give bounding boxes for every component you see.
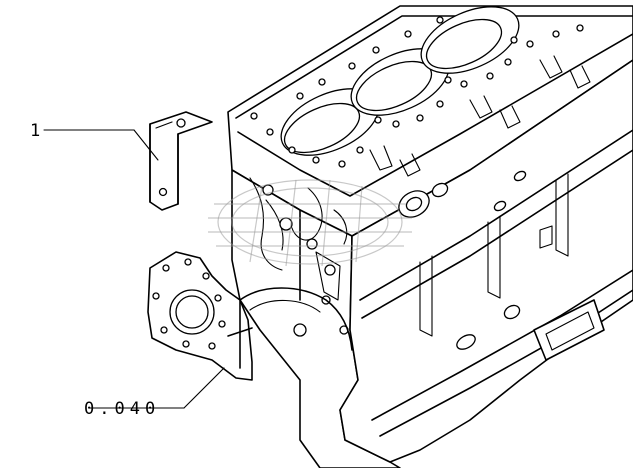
- callout-label-bracket: 1: [30, 121, 40, 141]
- front-plate-part: [147, 251, 253, 381]
- deck-bolt-holes: [250, 16, 584, 168]
- callout-bracket: 1: [30, 121, 159, 161]
- oil-pad: [533, 299, 605, 361]
- bracket-part: [149, 111, 213, 211]
- bracket-top-hole: [176, 118, 186, 128]
- callout-plate: 0.040: [84, 367, 225, 419]
- engine-block: [227, 5, 633, 468]
- callout-label-plate: 0.040: [84, 399, 160, 419]
- watermark-logo: [208, 179, 412, 267]
- bracket-bottom-hole: [158, 187, 168, 197]
